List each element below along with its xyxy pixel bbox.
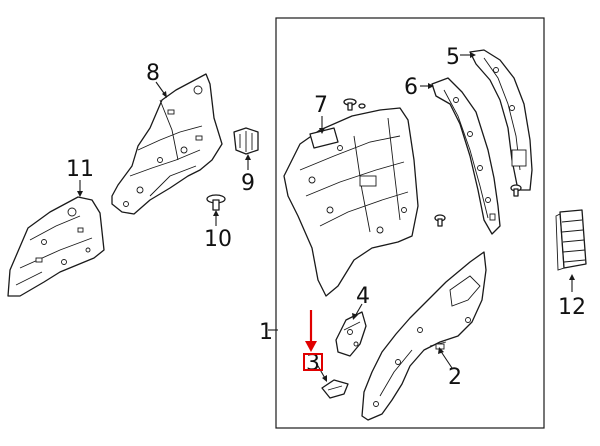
part-11-panel[interactable] [7,196,105,297]
part-8-reinforcement[interactable] [111,73,223,215]
part-10-pin[interactable] [206,194,226,211]
callout-7: 7 [314,93,328,118]
highlight-arrowhead [305,341,317,352]
callout-11: 11 [66,157,94,182]
part-2-wheelhouse[interactable] [361,251,487,421]
part-5-pillar[interactable] [469,49,533,191]
arrow-head-12 [569,274,575,280]
arrow-head-11 [77,191,83,197]
callout-4: 4 [356,284,370,309]
callout-8: 8 [146,61,160,86]
callout-9: 9 [241,171,255,196]
arrow-head-2 [438,347,444,354]
assembly-frame [275,17,545,429]
fastener-6 [434,214,446,227]
leader-2 [439,349,453,369]
callout-2: 2 [448,365,462,390]
part-12-vent[interactable] [555,209,587,271]
fastener-top [343,98,366,111]
part-9-clip[interactable] [233,127,259,155]
callout-10: 10 [204,227,232,252]
callout-5: 5 [446,45,460,70]
part-7-bracket[interactable] [309,127,339,149]
arrow-head-9 [245,154,251,160]
arrow-head-6 [428,83,434,89]
arrow-head-10 [213,210,219,216]
part-7-inner-panel[interactable] [283,107,419,297]
callout-12: 12 [558,295,586,320]
arrow-head-5 [470,52,476,58]
arrow-head-3 [322,375,327,382]
highlight-box [303,353,323,371]
part-3-plate[interactable] [321,379,349,399]
callout-1: 1 [259,320,273,345]
arrow-head-4 [352,313,358,320]
part-6-channel[interactable] [431,77,501,235]
fastener-5 [510,184,522,197]
callout-6: 6 [404,75,418,100]
arrow-head-7 [319,128,325,134]
part-4-bracket[interactable] [335,311,367,357]
arrow-head-8 [162,91,167,98]
